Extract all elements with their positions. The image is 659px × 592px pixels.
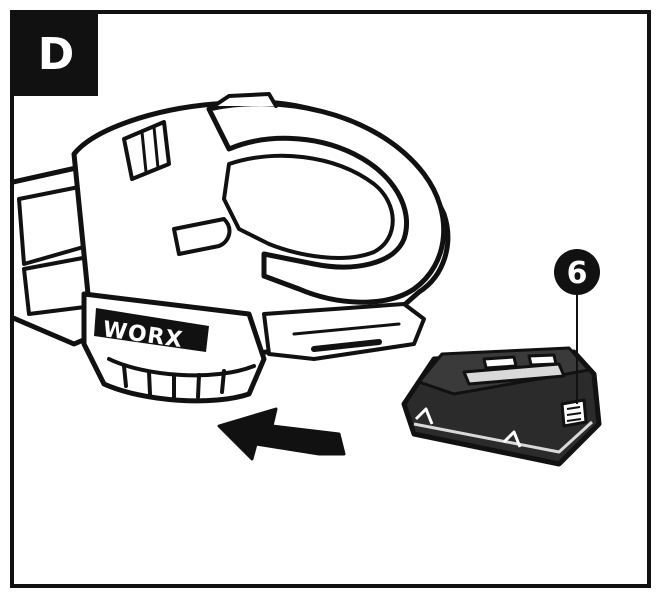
callout-6: 6 bbox=[554, 249, 600, 404]
callout-circle bbox=[554, 249, 600, 295]
illustration: WORX 6 bbox=[14, 92, 602, 467]
figure-frame: WORX 6 bbox=[10, 10, 651, 588]
battery-pack bbox=[401, 346, 602, 467]
callout-number: 6 bbox=[567, 256, 588, 291]
tool-body bbox=[14, 92, 451, 404]
step-label-badge: D bbox=[14, 14, 98, 96]
arrow-left-up-icon bbox=[217, 407, 346, 461]
